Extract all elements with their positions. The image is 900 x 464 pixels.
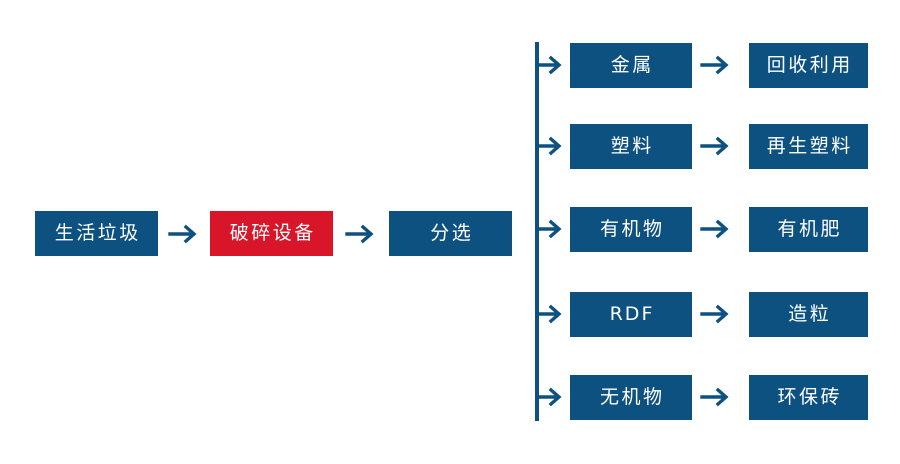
branch-material-node-4[interactable]: RDF bbox=[570, 292, 692, 337]
arrow-right-icon-product-4 bbox=[700, 301, 732, 327]
branch-material-node-2[interactable]: 塑料 bbox=[570, 124, 692, 169]
flow-node-crushing-equipment[interactable]: 破碎设备 bbox=[210, 211, 333, 256]
branch-material-node-5[interactable]: 无机物 bbox=[570, 375, 692, 420]
arrow-right-icon-main-2 bbox=[345, 221, 377, 247]
arrow-right-icon-branch-5 bbox=[535, 384, 565, 410]
flow-node-household-waste[interactable]: 生活垃圾 bbox=[35, 211, 158, 256]
arrow-right-icon-main-1 bbox=[168, 221, 200, 247]
arrow-right-icon-branch-1 bbox=[535, 52, 565, 78]
flow-node-sorting[interactable]: 分选 bbox=[389, 211, 512, 256]
branch-material-node-3[interactable]: 有机物 bbox=[570, 207, 692, 252]
branch-material-node-1[interactable]: 金属 bbox=[570, 43, 692, 88]
arrow-right-icon-product-5 bbox=[700, 384, 732, 410]
branch-product-node-1[interactable]: 回收利用 bbox=[749, 43, 868, 88]
arrow-right-icon-product-3 bbox=[700, 216, 732, 242]
arrow-right-icon-branch-3 bbox=[535, 216, 565, 242]
branch-product-node-5[interactable]: 环保砖 bbox=[749, 375, 868, 420]
arrow-right-icon-branch-2 bbox=[535, 133, 565, 159]
arrow-right-icon-product-1 bbox=[700, 52, 732, 78]
arrow-right-icon-branch-4 bbox=[535, 301, 565, 327]
arrow-right-icon-product-2 bbox=[700, 133, 732, 159]
branch-product-node-4[interactable]: 造粒 bbox=[749, 292, 868, 337]
branch-product-node-3[interactable]: 有机肥 bbox=[749, 207, 868, 252]
vertical-split-bar bbox=[535, 42, 539, 421]
branch-product-node-2[interactable]: 再生塑料 bbox=[749, 124, 868, 169]
